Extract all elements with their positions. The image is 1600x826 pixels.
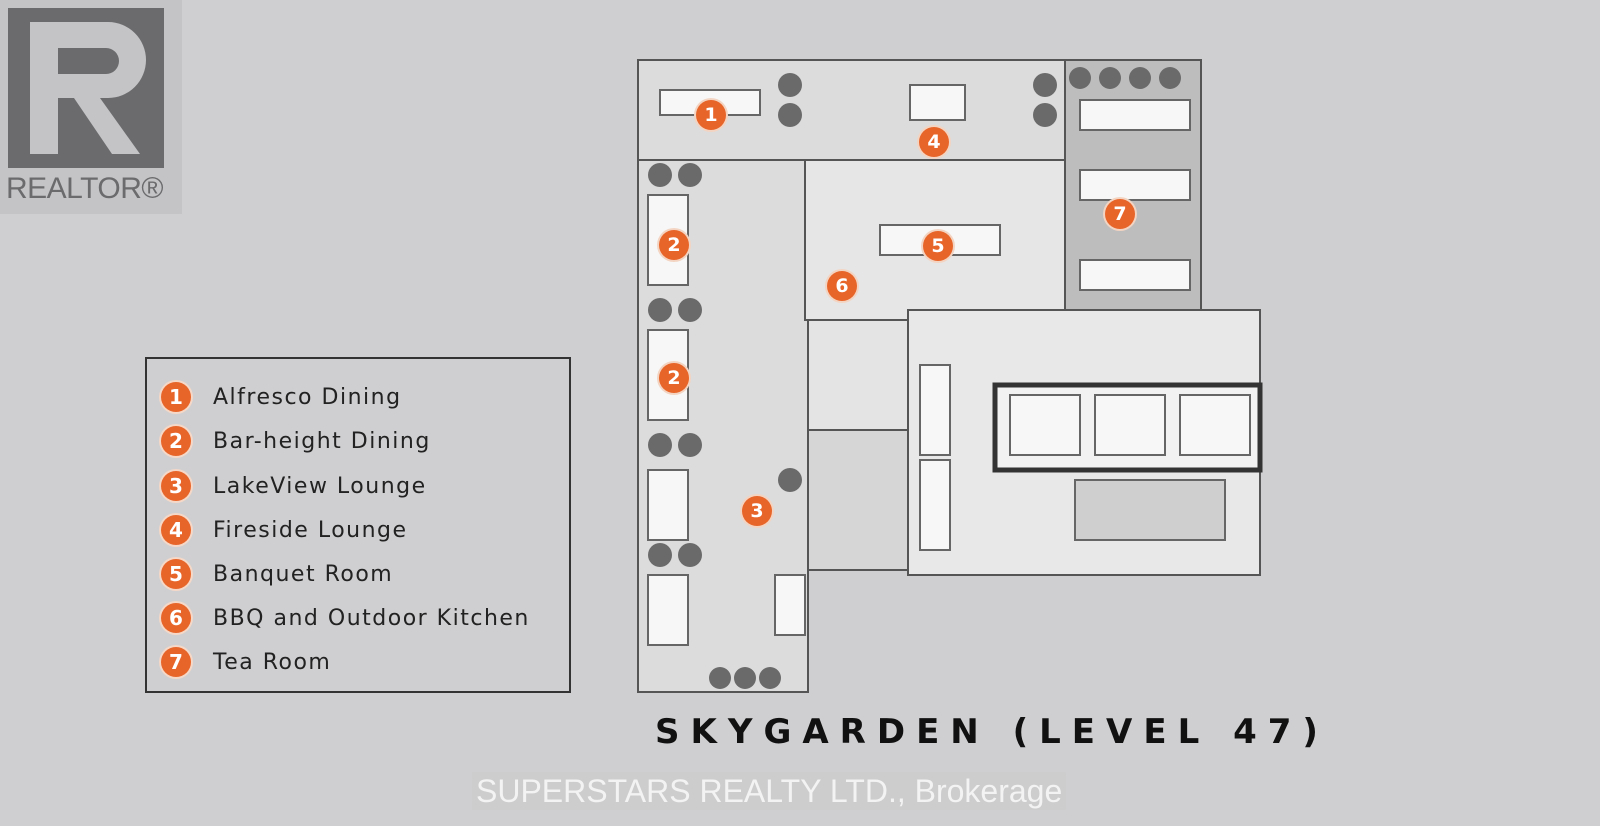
- realtor-text: REALTOR®: [6, 172, 164, 205]
- washroom: [807, 319, 909, 431]
- north-terrace: [637, 59, 1069, 161]
- legend-number: 4: [161, 515, 191, 545]
- legend-label: BBQ and Outdoor Kitchen: [213, 605, 530, 631]
- legend-label: Tea Room: [213, 649, 332, 675]
- legend-number: 1: [161, 382, 191, 412]
- plan-marker-5: 5: [923, 231, 953, 261]
- legend-label: Alfresco Dining: [213, 384, 402, 410]
- legend-label: LakeView Lounge: [213, 473, 427, 499]
- legend-label: Fireside Lounge: [213, 517, 408, 543]
- plan-marker-7: 7: [1105, 199, 1135, 229]
- legend-label: Banquet Room: [213, 561, 394, 587]
- plan-marker-1: 1: [696, 100, 726, 130]
- legend-number: 3: [161, 471, 191, 501]
- legend: 1 Alfresco Dining 2 Bar-height Dining 3 Lak…: [145, 357, 571, 693]
- lounge-room: [807, 429, 909, 571]
- plan-marker-4: 4: [919, 127, 949, 157]
- legend-item: 4 Fireside Lounge: [161, 515, 408, 545]
- legend-item: 2 Bar-height Dining: [161, 426, 431, 456]
- legend-label: Bar-height Dining: [213, 428, 431, 454]
- legend-number: 6: [161, 603, 191, 633]
- realtor-r-icon: [8, 8, 164, 168]
- legend-number: 7: [161, 647, 191, 677]
- legend-item: 7 Tea Room: [161, 647, 331, 677]
- plan-marker-6: 6: [827, 271, 857, 301]
- legend-item: 3 LakeView Lounge: [161, 471, 427, 501]
- realtor-logo: REALTOR®: [0, 0, 182, 214]
- legend-number: 5: [161, 559, 191, 589]
- plan-title: SKYGARDEN (LEVEL 47): [655, 712, 1329, 752]
- brokerage-watermark: SUPERSTARS REALTY LTD., Brokerage: [472, 772, 1067, 810]
- legend-item: 5 Banquet Room: [161, 559, 393, 589]
- legend-number: 2: [161, 426, 191, 456]
- legend-item: 6 BBQ and Outdoor Kitchen: [161, 603, 530, 633]
- plan-marker-2a: 2: [659, 230, 689, 260]
- plan-marker-2b: 2: [659, 363, 689, 393]
- plan-marker-3: 3: [742, 496, 772, 526]
- legend-item: 1 Alfresco Dining: [161, 382, 402, 412]
